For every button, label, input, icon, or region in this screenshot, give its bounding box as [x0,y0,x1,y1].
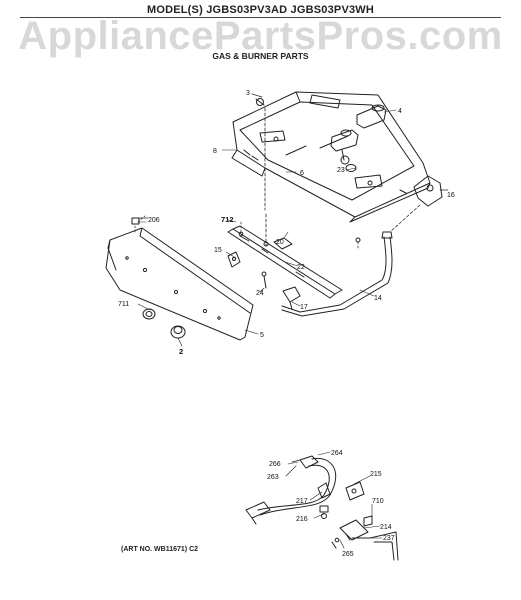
callout-215: 215 [370,471,382,478]
callout-17: 17 [300,304,308,311]
callout-265: 265 [342,551,354,558]
callout-712: 712 [221,215,234,224]
watermark: AppliancePartsPros.com [18,14,503,58]
callout-22: 22 [297,264,305,271]
callout-3: 3 [246,90,250,97]
callout-24: 24 [256,290,264,297]
knob-bezel-711 [142,308,156,320]
callout-2: 2 [179,347,183,356]
clip-15 [227,251,241,268]
callout-6: 6 [300,170,304,177]
callout-15: 15 [214,247,222,254]
burner-knob-2 [170,325,186,339]
callout-8: 8 [213,148,217,155]
callout-16: 16 [447,192,455,199]
callout-5: 5 [260,332,264,339]
igniter-switch-17 [282,286,301,310]
orifice-bracket-16 [413,175,449,207]
screw-712 [238,221,244,237]
callout-20: 20 [276,239,284,246]
art-number: (ART NO. WB11671) C2 [121,546,199,553]
gas-manifold-tube-14 [281,204,421,317]
callout-214: 214 [380,524,392,531]
callout-710: 710 [372,498,384,505]
callout-14: 14 [374,295,382,302]
section-title: GAS & BURNER PARTS [212,51,309,61]
valve-20 [263,213,293,250]
screw-206 [131,217,140,235]
header-rule [20,17,501,18]
callout-23: 23 [337,167,345,174]
manifold-panel-5 [105,215,254,341]
callout-237: 237 [383,535,395,542]
screw-part-3 [251,93,266,211]
igniter-wire-harness [245,455,337,525]
callout-217: 217 [296,498,308,505]
callout-216: 216 [296,516,308,523]
igniter-switch-assembly [331,481,399,561]
callout-264: 264 [331,450,343,457]
callout-711: 711 [118,301,129,308]
model-line: MODEL(S) JGBS03PV3AD JGBS03PV3WH [146,4,375,16]
screw-24 [261,271,267,289]
callout-leaders [137,109,397,549]
callout-206: 206 [148,217,160,224]
burner-assembly [330,104,387,165]
callout-266: 266 [269,461,281,468]
callout-263: 263 [267,474,279,481]
manifold-bar [227,225,343,299]
callout-4: 4 [398,108,402,115]
callout-numbers: 3 4 8 6 23 16 206 712 20 15 22 24 17 14 … [118,90,455,558]
